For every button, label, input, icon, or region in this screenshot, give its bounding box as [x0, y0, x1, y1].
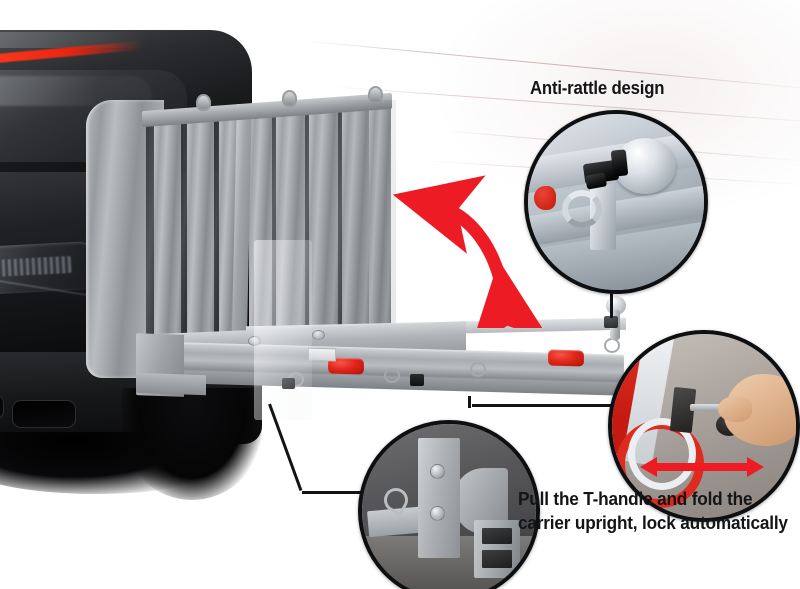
caption-anti-rattle: Anti-rattle design: [530, 78, 665, 98]
caption-t-handle-line1: Pull the T-handle and fold the: [518, 488, 753, 509]
vehicle-exhaust-outlet: [12, 400, 76, 428]
lk-pivot-plate: [418, 438, 460, 558]
lk-tube-bore-lower: [482, 550, 512, 568]
panel-eyelet: [368, 86, 383, 103]
th-handle-shaft: [690, 404, 736, 411]
lk-tube-bore-upper: [482, 528, 512, 544]
vehicle-roof-highlight: [0, 32, 207, 48]
panel-gap: [302, 108, 310, 366]
hitch-receiver-bar: [136, 372, 206, 396]
carrier-base-platform: [136, 240, 636, 432]
ar-eyebolt: [562, 190, 602, 228]
spec-label-plate: [308, 347, 336, 362]
lk-bolt-upper: [430, 464, 445, 479]
panel-eyelet: [282, 90, 297, 107]
caption-t-handle: Pull the T-handle and fold the carrier u…: [518, 487, 788, 535]
callout-lock-bracket[interactable]: [358, 420, 540, 589]
pull-direction-arrow: [640, 457, 764, 477]
panel-slat: [309, 106, 338, 361]
panel-slat: [342, 104, 370, 354]
callout-lock-bracket-photo: [362, 424, 536, 589]
panel-slat: [187, 114, 214, 373]
panel-gap: [212, 114, 221, 372]
t-handle-nub: [410, 374, 424, 386]
th-white-ring: [628, 418, 696, 490]
caption-t-handle-line2: carrier upright, lock automatically: [518, 512, 788, 533]
th-thumb: [718, 396, 752, 422]
panel-eyelet: [196, 94, 211, 111]
t-handle-nub: [282, 378, 295, 389]
callout-t-handle-photo: [612, 334, 796, 518]
deck-bolt: [248, 336, 261, 346]
vehicle-wheel-arch: [122, 388, 262, 500]
panel-slat: [154, 116, 181, 374]
callout-anti-rattle[interactable]: [524, 110, 708, 294]
panel-gap: [336, 106, 344, 360]
anti-rattle-clip: [604, 316, 618, 328]
callout-t-handle[interactable]: [608, 330, 800, 522]
fold-direction-arrow: [392, 175, 542, 328]
leader-line-t-handle: [472, 404, 620, 407]
reflector-right: [548, 349, 584, 367]
panel-gap: [146, 118, 157, 372]
deck-tie-loop: [470, 362, 486, 377]
lk-bolt-lower: [430, 506, 445, 521]
leader-line-anti-rattle: [610, 284, 613, 318]
callout-anti-rattle-photo: [528, 114, 704, 290]
panel-slat: [369, 103, 391, 349]
panel-gap: [179, 116, 189, 372]
leader-line-lock-horizontal: [302, 491, 368, 494]
deck-tie-loop: [384, 368, 400, 383]
ar-clamp-arm: [610, 149, 629, 177]
leader-line-t-handle-stub: [468, 396, 471, 408]
ar-reflector: [534, 186, 556, 210]
deck-bolt: [312, 330, 325, 340]
